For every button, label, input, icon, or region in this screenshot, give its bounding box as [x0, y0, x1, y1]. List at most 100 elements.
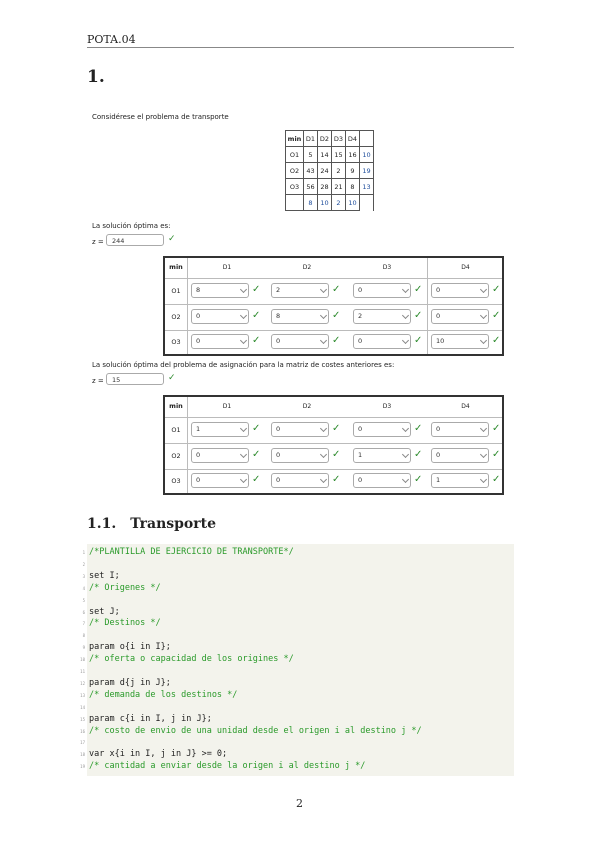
line-number: 2: [82, 561, 85, 567]
code-text: var x{i in I, j in J} >= 0;: [89, 749, 228, 760]
assignment-value-input[interactable]: 1: [353, 448, 411, 463]
grid-row: O3 0 ✓ 0 ✓ 0 ✓ 1 ✓: [165, 469, 502, 493]
transport-value-input[interactable]: 8: [271, 309, 329, 324]
grid-row-header: O3: [171, 477, 181, 485]
check-icon: ✓: [332, 423, 341, 434]
line-number: 1: [82, 550, 85, 555]
check-icon: ✓: [414, 310, 423, 321]
input-value: 0: [276, 337, 281, 345]
input-value: 0: [358, 425, 363, 433]
check-icon: ✓: [252, 284, 261, 295]
transport-value-input[interactable]: 8: [191, 283, 249, 298]
assignment-value-input[interactable]: 0: [431, 422, 489, 437]
check-icon: ✓: [492, 474, 501, 485]
grid-corner: min: [169, 263, 183, 271]
grid-row-header: O2: [171, 452, 181, 460]
chevron-down-icon: [319, 450, 328, 459]
transport-value-input[interactable]: 0: [353, 283, 411, 298]
code-comment: /* Origenes */: [89, 582, 161, 593]
grid-col-header: D1: [222, 403, 232, 410]
check-icon: ✓: [252, 310, 261, 321]
grid-col-header: D2: [302, 264, 312, 271]
line-number: 14: [80, 704, 85, 710]
transport-value-input[interactable]: 2: [271, 283, 329, 298]
line-number: 13: [80, 692, 85, 698]
transport-value-input[interactable]: 0: [191, 309, 249, 324]
assignment-value-input[interactable]: 0: [271, 422, 329, 437]
input-value: 8: [196, 286, 201, 294]
assignment-value-input[interactable]: 0: [271, 448, 329, 463]
assignment-value-input[interactable]: 1: [191, 422, 249, 437]
assignment-value-input[interactable]: 0: [191, 448, 249, 463]
subsection-heading: 1.1.Transporte: [87, 516, 216, 532]
assignment-z-input[interactable]: 15: [106, 373, 164, 385]
input-value: 0: [196, 337, 201, 345]
grid-row: O2 0 ✓ 8 ✓ 2 ✓ 0 ✓: [165, 304, 502, 331]
cost-table-corner: min: [285, 130, 304, 147]
assignment-value-input[interactable]: 0: [353, 473, 411, 488]
code-text: param d{j in J};: [89, 677, 171, 688]
cost-table-col-header: D1: [303, 130, 318, 147]
grid-corner: min: [169, 402, 183, 410]
input-value: 8: [276, 312, 281, 320]
input-value: 10: [436, 337, 445, 345]
transport-value-input[interactable]: 0: [353, 334, 411, 349]
transport-value-input[interactable]: 2: [353, 309, 411, 324]
input-value: 0: [436, 425, 441, 433]
line-number: 6: [82, 609, 85, 615]
transport-z-input[interactable]: 244: [106, 234, 164, 246]
chevron-down-icon: [239, 450, 248, 459]
chevron-down-icon: [239, 336, 248, 345]
check-icon: ✓: [252, 335, 261, 346]
check-icon: ✓: [492, 423, 501, 434]
line-number: 17: [80, 740, 85, 746]
transport-value-input[interactable]: 0: [191, 334, 249, 349]
cost-table-row-header: O1: [285, 146, 304, 163]
grid-divider: [427, 258, 428, 354]
chevron-down-icon: [401, 311, 410, 320]
cost-table-empty-cell: [359, 130, 374, 147]
code-listing: 1/*PLANTILLA DE EJERCICIO DE TRANSPORTE*…: [80, 544, 514, 776]
code-text: set I;: [89, 570, 120, 581]
cost-table-cell: 15: [331, 146, 346, 163]
chevron-down-icon: [401, 424, 410, 433]
chevron-down-icon: [479, 285, 488, 294]
transport-value-input[interactable]: 0: [431, 309, 489, 324]
chevron-down-icon: [239, 424, 248, 433]
header-rule: [87, 47, 514, 48]
transport-value-input[interactable]: 0: [271, 334, 329, 349]
cost-table-demand: 2: [331, 194, 346, 211]
grid-col-header: D4: [461, 264, 470, 271]
cost-table-cell: 24: [317, 162, 332, 179]
subsection-number: 1.1.: [87, 516, 117, 532]
cost-table-supply: 13: [359, 178, 374, 195]
check-icon: ✓: [414, 449, 423, 460]
cost-table-empty-cell: [359, 194, 374, 211]
line-number: 3: [82, 573, 85, 579]
assignment-value-input[interactable]: 0: [353, 422, 411, 437]
check-icon: ✓: [414, 423, 423, 434]
chevron-down-icon: [479, 424, 488, 433]
assignment-value-input[interactable]: 0: [431, 448, 489, 463]
chevron-down-icon: [479, 475, 488, 484]
check-icon: ✓: [252, 423, 261, 434]
check-icon: ✓: [332, 474, 341, 485]
assignment-z-label: z =: [92, 377, 104, 385]
assignment-value-input[interactable]: 0: [271, 473, 329, 488]
assignment-value-input[interactable]: 0: [191, 473, 249, 488]
cost-table-col-header: D3: [331, 130, 346, 147]
input-value: 0: [276, 425, 281, 433]
input-value: 0: [196, 312, 201, 320]
chevron-down-icon: [239, 311, 248, 320]
cost-table-cell: 8: [345, 178, 360, 195]
code-comment: /* costo de envio de una unidad desde el…: [89, 725, 422, 736]
transport-value-input[interactable]: 10: [431, 334, 489, 349]
transport-value-input[interactable]: 0: [431, 283, 489, 298]
grid-col-header: D2: [302, 403, 312, 410]
cost-table-cell: 5: [303, 146, 318, 163]
grid-col-header: D4: [461, 403, 470, 410]
grid-row-header: O1: [171, 287, 181, 295]
grid-divider: [187, 258, 188, 354]
assignment-value-input[interactable]: 1: [431, 473, 489, 488]
grid-row: O1 1 ✓ 0 ✓ 0 ✓ 0 ✓: [165, 417, 502, 444]
